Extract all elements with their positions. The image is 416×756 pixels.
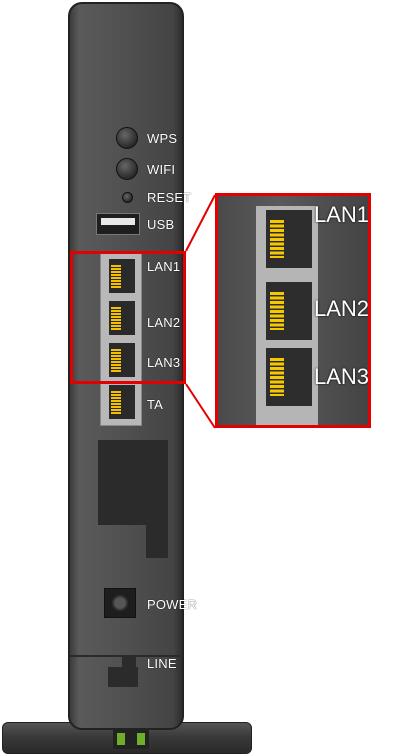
- lan-port-panel: [100, 252, 142, 426]
- lan1-port[interactable]: [109, 259, 135, 293]
- ta-pins: [111, 391, 121, 415]
- zoom-lan2-label: LAN2: [314, 296, 370, 321]
- zoom-lan1-label: LAN1: [314, 202, 370, 227]
- zoom-lan1-pins: [270, 220, 284, 258]
- lan1-pins: [111, 265, 121, 289]
- wps-button[interactable]: [116, 127, 138, 149]
- connector-line-bottom: [185, 383, 216, 429]
- zoom-port-panel: [256, 206, 318, 425]
- zoom-lan2-pins: [270, 292, 284, 330]
- zoom-lan2-port: [266, 282, 312, 340]
- lan2-port[interactable]: [109, 301, 135, 335]
- usb-label: USB: [147, 217, 175, 232]
- lan-zoom-detail: LAN1 LAN2 LAN3: [215, 193, 371, 428]
- lan2-label: LAN2: [147, 315, 181, 330]
- reset-button[interactable]: [122, 192, 133, 203]
- stand-latch: [113, 729, 149, 749]
- reset-label: RESET: [147, 190, 192, 205]
- vent-recess: [98, 440, 168, 525]
- usb-port-tongue: [101, 218, 135, 225]
- latch-arrow-right-icon: [137, 733, 145, 745]
- wifi-button[interactable]: [116, 158, 138, 180]
- lan1-label: LAN1: [147, 259, 181, 274]
- wps-label: WPS: [147, 131, 178, 146]
- lan3-port[interactable]: [109, 343, 135, 377]
- power-jack[interactable]: [104, 588, 136, 618]
- latch-arrow-left-icon: [117, 733, 125, 745]
- line-port-notch: [122, 656, 136, 668]
- ta-label: TA: [147, 397, 164, 412]
- zoom-lan3-label: LAN3: [314, 364, 370, 389]
- power-label: POWER: [147, 597, 198, 612]
- wifi-label: WIFI: [147, 162, 176, 177]
- line-port[interactable]: [108, 667, 138, 687]
- power-jack-hole-icon: [112, 595, 128, 611]
- lan3-label: LAN3: [147, 355, 181, 370]
- connector-line-top: [185, 194, 216, 252]
- lan2-pins: [111, 307, 121, 331]
- lan-highlight-box: [70, 251, 186, 384]
- zoom-lan1-port: [266, 210, 312, 268]
- zoom-lan3-port: [266, 348, 312, 406]
- ta-port[interactable]: [109, 385, 135, 419]
- line-label: LINE: [147, 656, 177, 671]
- usb-port[interactable]: [96, 213, 140, 235]
- lan3-pins: [111, 349, 121, 373]
- vent-recess-tab: [146, 525, 168, 558]
- zoom-lan3-pins: [270, 358, 284, 396]
